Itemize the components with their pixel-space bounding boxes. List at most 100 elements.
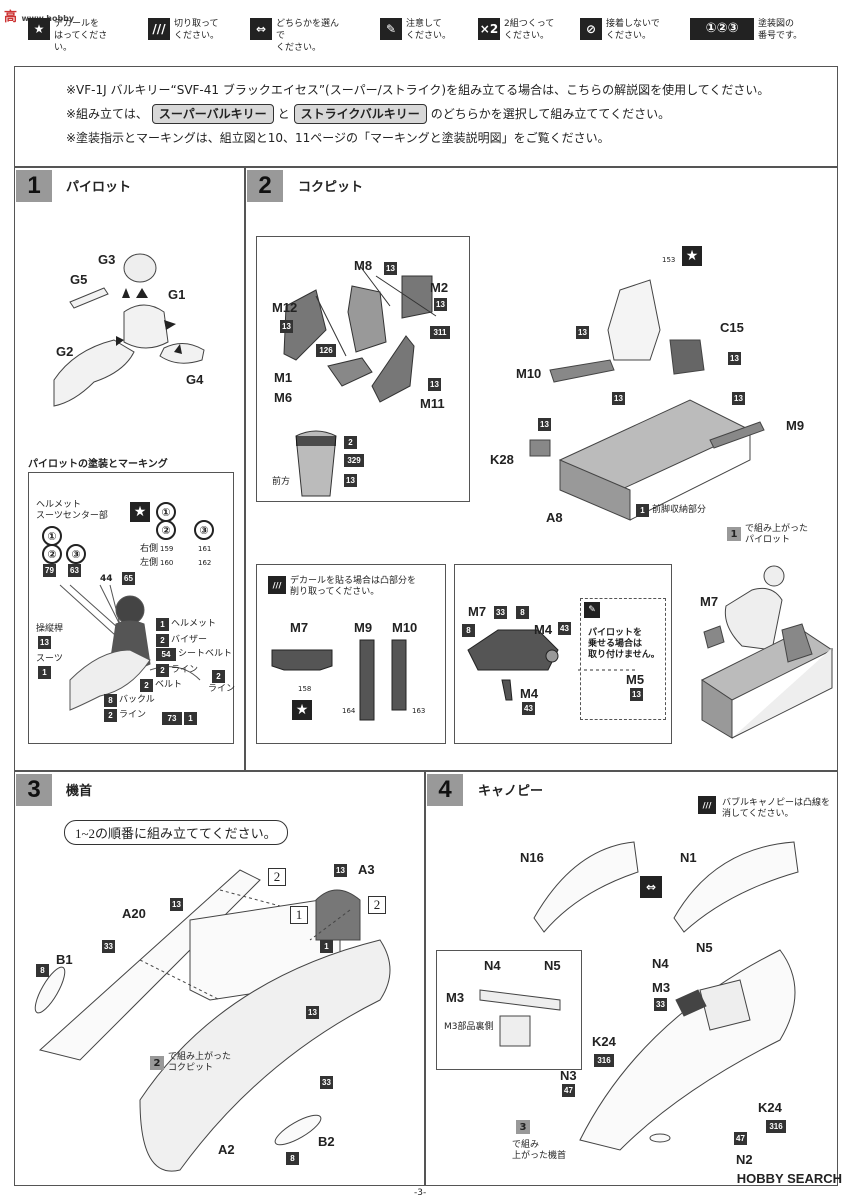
decal-161: 161 bbox=[198, 545, 212, 553]
cockpit-detail-drawing bbox=[283, 265, 437, 497]
code-1-step3: 1 bbox=[320, 940, 333, 953]
part-b1: B1 bbox=[56, 952, 73, 967]
pilot-note: パイロットを 乗せる場合は 取り付けません。 bbox=[588, 628, 660, 660]
cockpit-with-pilot-drawing bbox=[701, 565, 833, 739]
console-box bbox=[454, 564, 672, 744]
assembled-pilot-label: で組み上がった パイロット bbox=[745, 524, 809, 545]
code-73: 73 bbox=[162, 712, 182, 725]
code-47-n3: 47 bbox=[562, 1084, 575, 1097]
legend-text: 塗装図の 番号です。 bbox=[758, 19, 803, 41]
label-line-2: ライン bbox=[208, 684, 236, 694]
paint-number-1: ① bbox=[42, 526, 62, 546]
nose-assembly-drawing bbox=[34, 869, 391, 1172]
part-g4: G4 bbox=[186, 372, 204, 387]
code-329: 329 bbox=[344, 454, 364, 467]
code-13-a3: 13 bbox=[334, 864, 347, 877]
step1-title: パイロット bbox=[66, 180, 132, 195]
star-icon-3: ★ bbox=[292, 700, 312, 720]
code-13-nose: 13 bbox=[306, 1006, 319, 1019]
note-text: ※組み立ては、 bbox=[66, 107, 148, 121]
cut-icon-2: /// bbox=[698, 796, 716, 814]
code-2-belt: 2 bbox=[140, 679, 153, 692]
step4-number: 4 bbox=[427, 774, 463, 806]
paint-number-2b: ② bbox=[156, 520, 176, 540]
code-311: 311 bbox=[430, 326, 450, 339]
code-13-m12: 13 bbox=[280, 320, 293, 333]
code-13-c15: 13 bbox=[728, 352, 741, 365]
code-33-m3: 33 bbox=[654, 998, 667, 1011]
label-helmet: ヘルメット bbox=[171, 619, 217, 629]
order-step-2-right: 2 bbox=[368, 896, 386, 914]
hobby-search-logo: HOBBY SEARCH bbox=[736, 1171, 842, 1186]
part-m6: M6 bbox=[274, 390, 293, 405]
code-2-line: 2 bbox=[156, 664, 169, 677]
sub-part-m4-top: M4 bbox=[534, 622, 553, 637]
fuselage-drawing bbox=[579, 949, 796, 1151]
star-icon-2: ★ bbox=[682, 246, 702, 266]
code-8-left: 8 bbox=[462, 624, 475, 637]
assembled-cockpit-label: で組み上がった コクピット bbox=[168, 1052, 232, 1073]
decal-part-m9: M9 bbox=[354, 620, 373, 635]
order-step-2-top: 2 bbox=[268, 868, 286, 886]
code-13-tub: 13 bbox=[612, 392, 625, 405]
part-m12: M12 bbox=[272, 300, 298, 315]
step3-ref-tag: 3 bbox=[516, 1120, 530, 1134]
star-icon: ★ bbox=[28, 18, 50, 40]
part-m7-assembly: M7 bbox=[700, 594, 719, 609]
super-valkyrie-pill: スーパーバルキリー bbox=[151, 104, 274, 124]
x2-icon: ×2 bbox=[478, 18, 500, 40]
choose-icon: ⇔ bbox=[250, 18, 272, 40]
part-a8: A8 bbox=[546, 510, 563, 525]
code-54: 54 bbox=[156, 648, 176, 661]
pilot-painting-drawing bbox=[59, 584, 201, 711]
code-8-b1: 8 bbox=[36, 964, 49, 977]
code-13-stick: 13 bbox=[38, 636, 51, 649]
code-1-helmet: 1 bbox=[156, 618, 169, 631]
sub-part-m7: M7 bbox=[468, 604, 487, 619]
part-g5: G5 bbox=[70, 272, 88, 287]
code-2-seat: 2 bbox=[344, 436, 357, 449]
caution-icon: ✎ bbox=[584, 602, 600, 618]
page-number: -3- bbox=[414, 1188, 427, 1198]
cockpit-detail-box bbox=[256, 236, 470, 502]
code-13-m11: 13 bbox=[428, 378, 441, 391]
pilot-painting-box bbox=[28, 472, 234, 744]
nose-gear-label: 前脚収納部分 bbox=[652, 505, 707, 515]
no-glue-icon: ⊘ bbox=[580, 18, 602, 40]
canopy-drawing bbox=[533, 841, 799, 933]
part-k28: K28 bbox=[490, 452, 514, 467]
legend-item: ///切り取って ください。 bbox=[148, 18, 244, 42]
decal-part-m7: M7 bbox=[290, 620, 309, 635]
label-buckle: バックル bbox=[119, 695, 155, 705]
decal-159: 159 bbox=[160, 545, 174, 553]
step3-number: 3 bbox=[16, 774, 52, 806]
label-visor: バイザー bbox=[171, 635, 208, 645]
code-43-bottom: 43 bbox=[522, 702, 535, 715]
label-suit: スーツ bbox=[36, 654, 63, 664]
detail-part-n5: N5 bbox=[544, 958, 561, 973]
note-text: と bbox=[277, 107, 290, 121]
label-stick: 操縦桿 bbox=[36, 624, 64, 634]
cut-icon: /// bbox=[148, 18, 170, 40]
code-47-n2: 47 bbox=[734, 1132, 747, 1145]
code-1-nose-gear: 1 bbox=[636, 504, 649, 517]
part-a3: A3 bbox=[358, 862, 375, 877]
paint-number-3: ③ bbox=[66, 544, 86, 564]
detail-part-n4: N4 bbox=[484, 958, 501, 973]
order-instruction: 1~2の順番に組み立ててください。 bbox=[64, 820, 288, 845]
step3-title: 機首 bbox=[66, 784, 93, 799]
step1-frame bbox=[14, 166, 246, 772]
cut-icon: /// bbox=[268, 576, 286, 594]
part-k24-left: K24 bbox=[592, 1034, 616, 1049]
m3-detail-drawing bbox=[479, 989, 561, 1047]
choose-icon: ⇔ bbox=[640, 876, 662, 898]
code-79: 79 bbox=[43, 564, 56, 577]
legend-item: ⇔どちらかを選んで ください。 bbox=[250, 18, 346, 54]
decal-note: デカールを貼る場合は凸部分を 削り取ってください。 bbox=[290, 576, 417, 597]
code-316-right: 316 bbox=[766, 1120, 786, 1133]
decal-158: 158 bbox=[298, 685, 312, 693]
code-13-front: 13 bbox=[344, 474, 357, 487]
step2-number: 2 bbox=[247, 170, 283, 202]
part-g1: G1 bbox=[168, 287, 186, 302]
